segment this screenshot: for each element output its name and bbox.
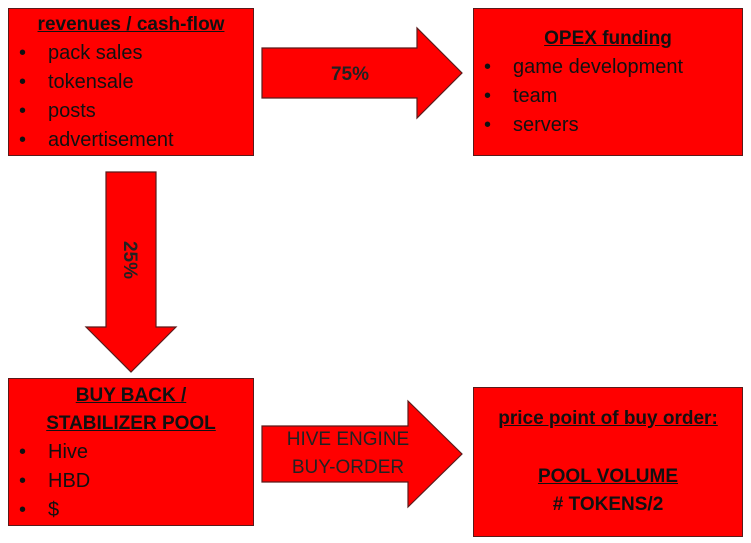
- list-item: pack sales: [9, 39, 253, 68]
- price-point-title: price point of buy order:: [498, 408, 718, 429]
- arrow-to-opex: 75%: [261, 26, 463, 120]
- list-item: posts: [9, 97, 253, 126]
- revenues-list: pack sales tokensale posts advertisement: [9, 39, 253, 155]
- price-point-box: price point of buy order: POOL VOLUME # …: [473, 387, 743, 537]
- list-item: tokensale: [9, 68, 253, 97]
- arrow-to-price-point-label-line2: BUY-ORDER: [292, 457, 404, 478]
- arrow-to-buyback: 25%: [84, 171, 178, 373]
- list-item: $: [9, 496, 253, 525]
- list-item: servers: [474, 111, 742, 140]
- opex-title: OPEX funding: [544, 28, 672, 49]
- buyback-list: Hive HBD $: [9, 438, 253, 525]
- buyback-box: BUY BACK / STABILIZER POOL Hive HBD $: [8, 378, 254, 526]
- revenues-title: revenues / cash-flow: [37, 14, 225, 35]
- list-item: Hive: [9, 438, 253, 467]
- opex-list: game development team servers: [474, 53, 742, 140]
- opex-box: OPEX funding game development team serve…: [473, 8, 743, 156]
- revenues-box: revenues / cash-flow pack sales tokensal…: [8, 8, 254, 156]
- list-item: HBD: [9, 467, 253, 496]
- arrow-to-opex-label: 75%: [331, 64, 369, 85]
- list-item: team: [474, 82, 742, 111]
- buyback-title-line1: BUY BACK /: [75, 385, 187, 406]
- list-item: advertisement: [9, 126, 253, 155]
- list-item: game development: [474, 53, 742, 82]
- arrow-to-price-point: HIVE ENGINE BUY-ORDER: [261, 399, 463, 509]
- price-point-formula-line1: POOL VOLUME: [537, 466, 679, 487]
- arrow-to-price-point-label-line1: HIVE ENGINE: [287, 429, 409, 450]
- buyback-title-line2: STABILIZER POOL: [46, 413, 216, 434]
- arrow-to-buyback-label: 25%: [119, 241, 140, 279]
- price-point-formula-line2: # TOKENS/2: [552, 494, 664, 515]
